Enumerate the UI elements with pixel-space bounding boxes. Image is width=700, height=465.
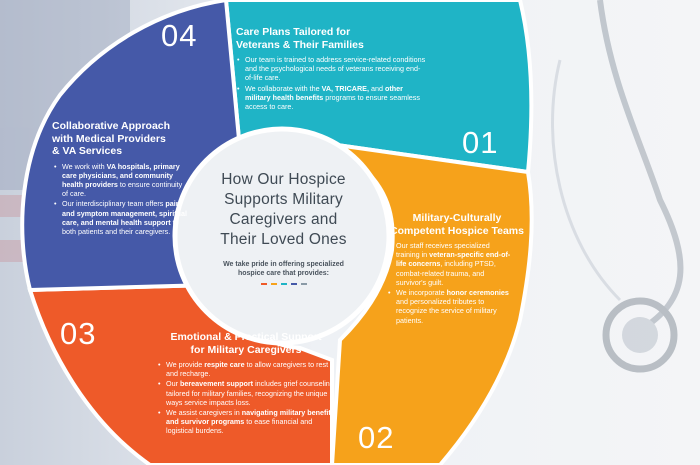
segment-01-bullets: Our team is trained to address service-r…	[236, 55, 426, 111]
segment-02-bullets: Our staff receives specialized training …	[384, 241, 514, 325]
accent-dot	[270, 283, 277, 285]
bullet-item: We assist caregivers in navigating milit…	[158, 408, 336, 436]
stethoscope-decoration	[551, 0, 684, 373]
bullet-item: We work with VA hospitals, primary care …	[54, 162, 187, 199]
segment-04-bullets: We work with VA hospitals, primary care …	[52, 162, 187, 237]
bullet-item: Our team is trained to address service-r…	[237, 55, 426, 83]
segment-02-number: 02	[358, 420, 395, 455]
bullet-item: Our staff receives specialized training …	[388, 241, 514, 287]
segment-01-number: 01	[462, 125, 499, 160]
bullet-item: Our bereavement support includes grief c…	[158, 379, 336, 407]
accent-dot	[260, 283, 267, 285]
bullet-item: We incorporate honor ceremonies and pers…	[388, 288, 514, 325]
bullet-item: We provide respite care to allow caregiv…	[158, 360, 336, 378]
bullet-item: We collaborate with the VA, TRICARE, and…	[237, 84, 426, 112]
accent-dot	[290, 283, 297, 285]
bullet-item: Our interdisciplinary team offers pain a…	[54, 199, 187, 236]
accent-dot	[280, 283, 287, 285]
segment-03-number: 03	[60, 316, 97, 351]
segment-03-bullets: We provide respite care to allow caregiv…	[156, 360, 336, 436]
accent-dot	[300, 283, 307, 285]
segment-04-number: 04	[161, 18, 198, 53]
accent-dots	[196, 283, 371, 285]
